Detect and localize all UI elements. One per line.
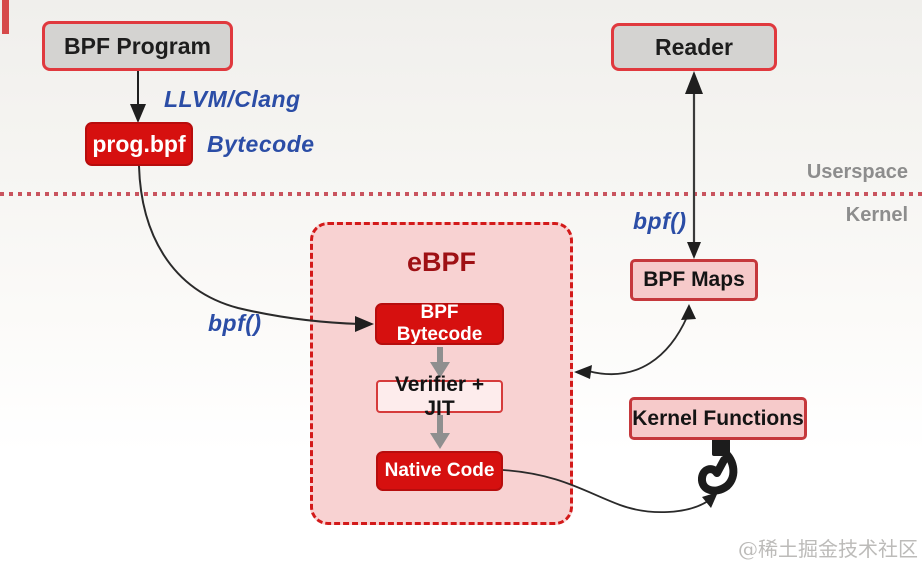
ebpf-title: eBPF xyxy=(406,247,477,277)
arrow-nativecode-to-hook xyxy=(502,469,718,513)
bytecode-label: Bytecode xyxy=(207,131,315,157)
arrow-progbpf-to-bytecode xyxy=(138,165,374,332)
userspace-kernel-divider xyxy=(0,192,922,196)
prog-bpf-box: prog.bpf xyxy=(85,122,193,166)
verifier-jit-box: Verifier + JIT xyxy=(376,373,503,420)
reader-box: Reader xyxy=(611,23,777,71)
native-code-box: Native Code xyxy=(376,451,503,491)
arrow-bytecode-to-verifier xyxy=(430,347,450,378)
native-code-label: Native Code xyxy=(384,460,495,481)
bpf-syscall-right-label: bpf() xyxy=(633,208,687,234)
bpf-maps-label: BPF Maps xyxy=(643,268,745,291)
bpf-syscall-left-label: bpf() xyxy=(208,310,262,336)
bpf-bytecode-box: BPF Bytecode xyxy=(375,302,504,345)
kernel-hook-icon xyxy=(698,437,738,495)
arrow-bpfprogram-to-progbpf xyxy=(130,71,146,123)
bpf-program-label: BPF Program xyxy=(64,32,211,59)
reader-label: Reader xyxy=(655,33,733,60)
verifier-jit-label: Verifier + JIT xyxy=(394,372,485,420)
bpf-maps-box: BPF Maps xyxy=(630,259,758,301)
prog-bpf-label: prog.bpf xyxy=(92,130,186,157)
llvm-clang-label: LLVM/Clang xyxy=(164,86,301,112)
kernel-functions-box: Kernel Functions xyxy=(629,397,807,440)
bpf-bytecode-label: BPF Bytecode xyxy=(396,302,483,345)
arrow-ebpf-bpfmaps xyxy=(574,304,696,379)
arrow-verifier-to-nativecode xyxy=(430,415,450,449)
bpf-program-box: BPF Program xyxy=(42,21,233,71)
kernel-zone-label: Kernel xyxy=(845,204,908,226)
watermark: @稀土掘金技术社区 xyxy=(738,537,918,561)
arrow-reader-bpfmaps xyxy=(685,71,703,259)
left-edge-red-mark xyxy=(2,0,9,34)
userspace-zone-label: Userspace xyxy=(806,161,908,183)
kernel-functions-label: Kernel Functions xyxy=(632,406,804,430)
